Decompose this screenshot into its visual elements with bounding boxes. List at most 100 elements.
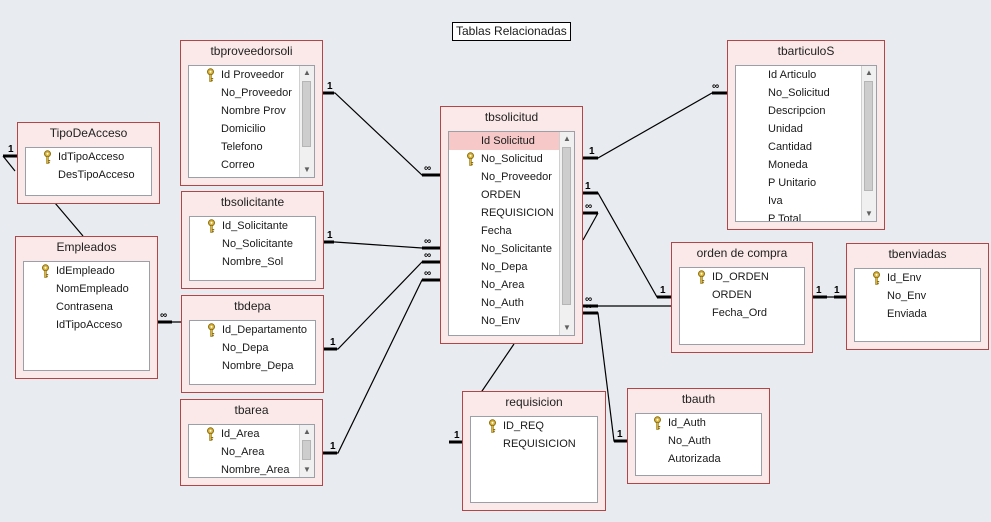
field-row[interactable]: No_Area xyxy=(189,443,314,461)
vertical-scrollbar[interactable]: ▲▼ xyxy=(299,425,314,477)
field-row[interactable]: Id Solicitud xyxy=(449,132,574,150)
field-row[interactable]: No_Proveedor xyxy=(189,84,314,102)
field-row[interactable]: Nombre_Depa xyxy=(190,357,315,375)
scroll-down-arrow-icon[interactable]: ▼ xyxy=(303,465,311,474)
field-row[interactable]: No_Solicitante xyxy=(449,240,574,258)
field-row-primary-key[interactable]: IdTipoAcceso xyxy=(26,148,151,166)
scroll-up-arrow-icon[interactable]: ▲ xyxy=(303,68,311,77)
field-row-primary-key[interactable]: Id Proveedor xyxy=(189,66,314,84)
table-title[interactable]: tbsolicitante xyxy=(220,195,285,209)
field-row[interactable]: P Total xyxy=(736,210,876,221)
field-row[interactable]: No_Depa xyxy=(449,258,574,276)
field-row[interactable]: Iva xyxy=(736,192,876,210)
field-row[interactable]: No_Env xyxy=(855,287,980,305)
table-title[interactable]: requisicion xyxy=(505,395,563,409)
field-row[interactable]: Fecha xyxy=(449,222,574,240)
field-row[interactable]: ORDEN xyxy=(449,186,574,204)
field-row[interactable]: REQUISICION xyxy=(471,435,597,453)
field-row[interactable]: No_Auth xyxy=(449,294,574,312)
field-row-primary-key[interactable]: Id_Departamento xyxy=(190,321,315,339)
field-row[interactable]: Fecha_Ord xyxy=(680,304,804,322)
field-row[interactable]: Nombre_Sol xyxy=(190,253,315,271)
field-row-primary-key[interactable]: No_Solicitud xyxy=(449,150,574,168)
table-title[interactable]: tbdepa xyxy=(234,299,271,313)
field-row[interactable]: Moneda xyxy=(736,156,876,174)
table-title[interactable]: tbsolicitud xyxy=(484,110,539,124)
table-title[interactable]: tbenviadas xyxy=(888,247,947,261)
scroll-up-arrow-icon[interactable]: ▲ xyxy=(563,134,571,143)
field-row[interactable]: Descripcion xyxy=(736,102,876,120)
field-row[interactable]: DesTipoAcceso xyxy=(26,166,151,184)
field-row-primary-key[interactable]: Id_Env xyxy=(855,269,980,287)
field-row-primary-key[interactable]: ID_ORDEN xyxy=(680,268,804,286)
field-row-primary-key[interactable]: Id_Solicitante xyxy=(190,217,315,235)
field-row-primary-key[interactable]: Id_Area xyxy=(189,425,314,443)
field-row-primary-key[interactable]: Id_Auth xyxy=(636,414,761,432)
scrollbar-thumb[interactable] xyxy=(562,147,571,305)
table-title[interactable]: tbproveedorsoli xyxy=(210,44,293,58)
table-title[interactable]: TipoDeAcceso xyxy=(49,126,128,140)
field-row[interactable]: No_Solicitud xyxy=(736,84,876,102)
field-row[interactable]: Contrasena xyxy=(24,298,149,316)
table-title[interactable]: tbarticuloS xyxy=(777,44,835,58)
field-row[interactable]: REQUISICION xyxy=(449,204,574,222)
scroll-up-arrow-icon[interactable]: ▲ xyxy=(303,427,311,436)
field-row[interactable]: Correo xyxy=(189,156,314,174)
field-row[interactable]: Id Articulo xyxy=(736,66,876,84)
vertical-scrollbar[interactable]: ▲▼ xyxy=(299,66,314,177)
field-row[interactable]: No_Auth xyxy=(636,432,761,450)
scroll-up-arrow-icon[interactable]: ▲ xyxy=(865,68,873,77)
table-title[interactable]: orden de compra xyxy=(696,246,788,260)
field-row[interactable]: P Unitario xyxy=(736,174,876,192)
field-row[interactable]: Telefono xyxy=(189,138,314,156)
scroll-down-arrow-icon[interactable]: ▼ xyxy=(303,165,311,174)
field-row[interactable]: Nombre Prov xyxy=(189,102,314,120)
field-row[interactable]: Cantidad xyxy=(736,138,876,156)
field-row[interactable]: No_Solicitante xyxy=(190,235,315,253)
scrollbar-thumb[interactable] xyxy=(864,81,873,191)
field-row[interactable]: No_Env xyxy=(449,312,574,330)
vertical-scrollbar[interactable]: ▲▼ xyxy=(861,66,876,221)
field-row[interactable]: Unidad xyxy=(736,120,876,138)
field-row[interactable]: No_Depa xyxy=(190,339,315,357)
scrollbar-thumb[interactable] xyxy=(302,440,311,460)
field-row[interactable]: Autorizada xyxy=(636,450,761,468)
scroll-down-arrow-icon[interactable]: ▼ xyxy=(563,323,571,332)
field-row[interactable]: No_Proveedor xyxy=(449,168,574,186)
field-row[interactable]: Nombre_Area xyxy=(189,461,314,477)
table-title[interactable]: Empleados xyxy=(56,240,117,254)
field-row-primary-key[interactable]: ID_REQ xyxy=(471,417,597,435)
field-row-primary-key[interactable]: IdEmpleado xyxy=(24,262,149,280)
scrollbar-thumb[interactable] xyxy=(302,81,311,147)
scroll-down-arrow-icon[interactable]: ▼ xyxy=(865,209,873,218)
table-title[interactable]: tbauth xyxy=(681,392,716,406)
field-row[interactable]: IdTipoAcceso xyxy=(24,316,149,334)
table-title[interactable]: tbarea xyxy=(234,403,269,417)
field-row[interactable]: NomEmpleado xyxy=(24,280,149,298)
field-row[interactable]: ORDEN xyxy=(680,286,804,304)
